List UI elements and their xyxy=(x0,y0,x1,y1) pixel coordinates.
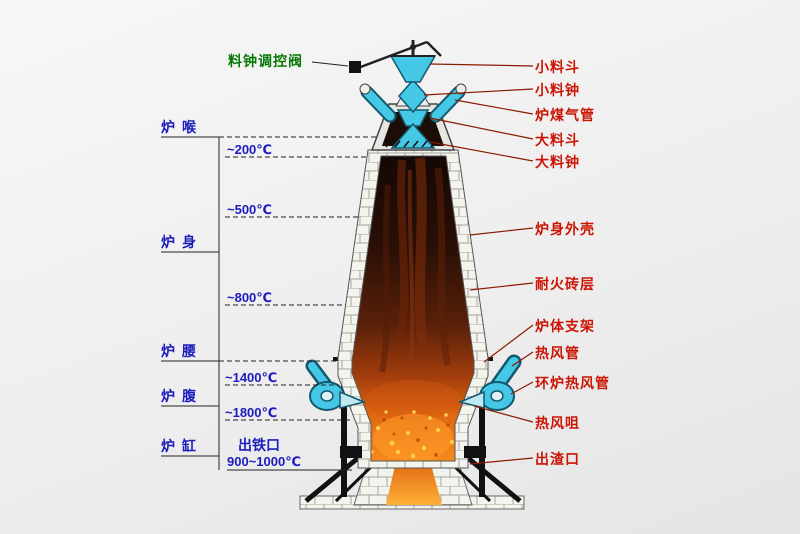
temp-label-tap-hole: 900~1000℃ xyxy=(227,454,301,469)
label-small-hopper: 小料斗 xyxy=(535,59,580,75)
measurement-lines xyxy=(161,136,377,471)
temp-label-1800: ~1800℃ xyxy=(225,405,278,420)
support-post-left xyxy=(341,360,347,497)
tap-hole-block xyxy=(340,446,362,458)
hot-blast-system xyxy=(305,354,522,411)
gas-uptake-left xyxy=(362,87,395,121)
label-hot-blast-pipe: 热风管 xyxy=(535,345,580,361)
small-bell xyxy=(398,78,428,114)
zone-label-shaft: 炉身 xyxy=(161,234,203,250)
label-gas-pipe: 炉煤气管 xyxy=(535,107,595,123)
temp-label-500: ~500℃ xyxy=(227,202,273,217)
small-hopper xyxy=(389,55,437,83)
label-large-hopper: 大料斗 xyxy=(535,132,580,148)
furnace-interior xyxy=(352,156,474,462)
tuyere-left xyxy=(339,390,367,409)
large-hopper xyxy=(396,109,430,127)
temp-label-800: ~800℃ xyxy=(227,290,273,305)
label-small-bell: 小料钟 xyxy=(535,82,580,98)
label-support-frame: 炉体支架 xyxy=(535,318,595,334)
label-shell: 炉身外壳 xyxy=(535,221,595,237)
molten-stream xyxy=(386,461,442,505)
leader-lines xyxy=(423,63,534,465)
slag-hole-block xyxy=(464,446,486,458)
bell-control-valve xyxy=(349,61,361,73)
label-tuyere: 热风咀 xyxy=(535,415,580,431)
zone-label-bosh: 炉腹 xyxy=(161,388,203,404)
temp-label-1400: ~1400℃ xyxy=(225,370,278,385)
bell-lever xyxy=(357,40,428,70)
zone-label-waist: 炉腰 xyxy=(161,343,203,359)
zone-label-throat: 炉喉 xyxy=(161,119,203,135)
label-tap-hole: 出铁口 xyxy=(238,437,280,453)
label-bustle-pipe: 环炉热风管 xyxy=(535,375,610,391)
support-post-right xyxy=(479,360,485,497)
label-slag-hole: 出渣口 xyxy=(535,451,580,467)
furnace-top-assembly xyxy=(311,40,467,151)
zone-label-hearth: 炉缸 xyxy=(161,438,203,454)
label-bell-control-valve: 料钟调控阀 xyxy=(228,53,303,69)
tuyere-right xyxy=(457,390,485,409)
large-bell xyxy=(390,122,436,149)
furnace-base xyxy=(299,460,525,510)
label-refractory-brick: 耐火砖层 xyxy=(535,276,595,292)
label-large-bell: 大料钟 xyxy=(535,154,580,170)
temp-label-200: ~200℃ xyxy=(227,142,273,157)
gas-uptake-right xyxy=(431,87,464,121)
